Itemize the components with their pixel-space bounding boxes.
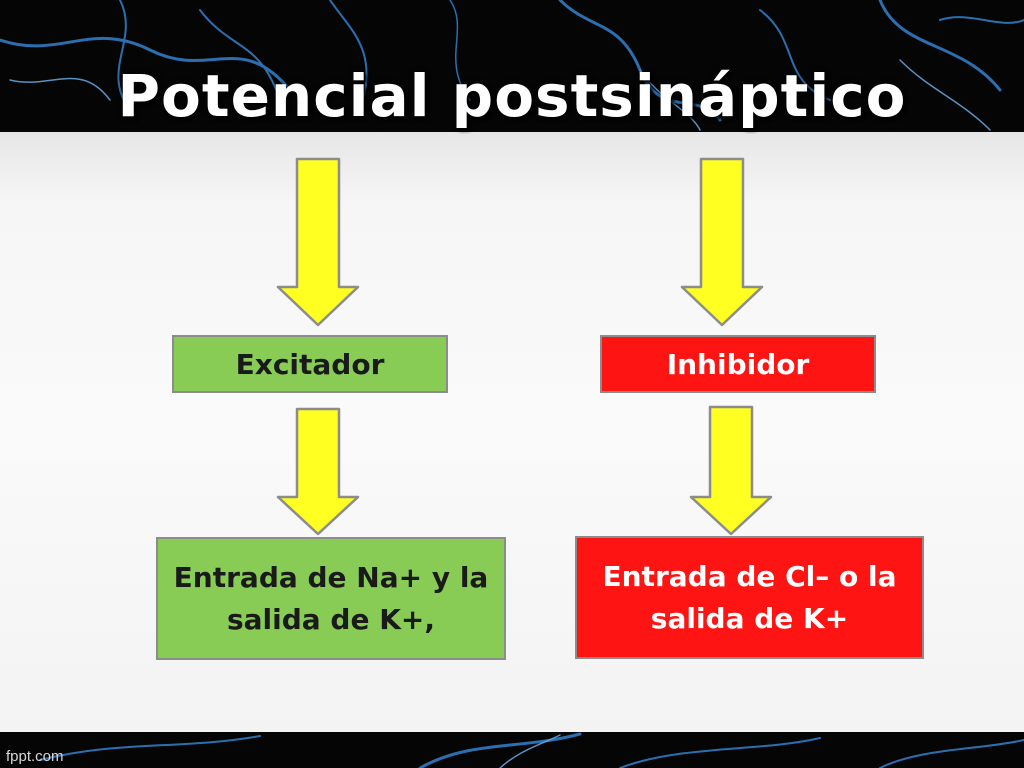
arrow-down-icon	[276, 157, 360, 327]
slide-title: Potencial postsináptico	[117, 62, 907, 130]
excitatory-description-box: Entrada de Na+ y la salida de K+,	[156, 537, 506, 660]
inhibitory-label: Inhibidor	[666, 347, 810, 381]
excitatory-label-box: Excitador	[172, 335, 448, 393]
arrow-down-icon	[680, 157, 764, 327]
excitatory-description: Entrada de Na+ y la salida de K+,	[173, 560, 489, 636]
footer-watermark: fppt.com	[6, 748, 64, 765]
arrow-down-icon	[689, 405, 773, 536]
arrow-down-icon	[276, 407, 360, 536]
inhibitory-description: Entrada de Cl– o la salida de K+	[602, 559, 897, 635]
inhibitory-label-box: Inhibidor	[600, 335, 876, 393]
inhibitory-description-box: Entrada de Cl– o la salida de K+	[575, 536, 924, 659]
excitatory-label: Excitador	[235, 347, 385, 381]
